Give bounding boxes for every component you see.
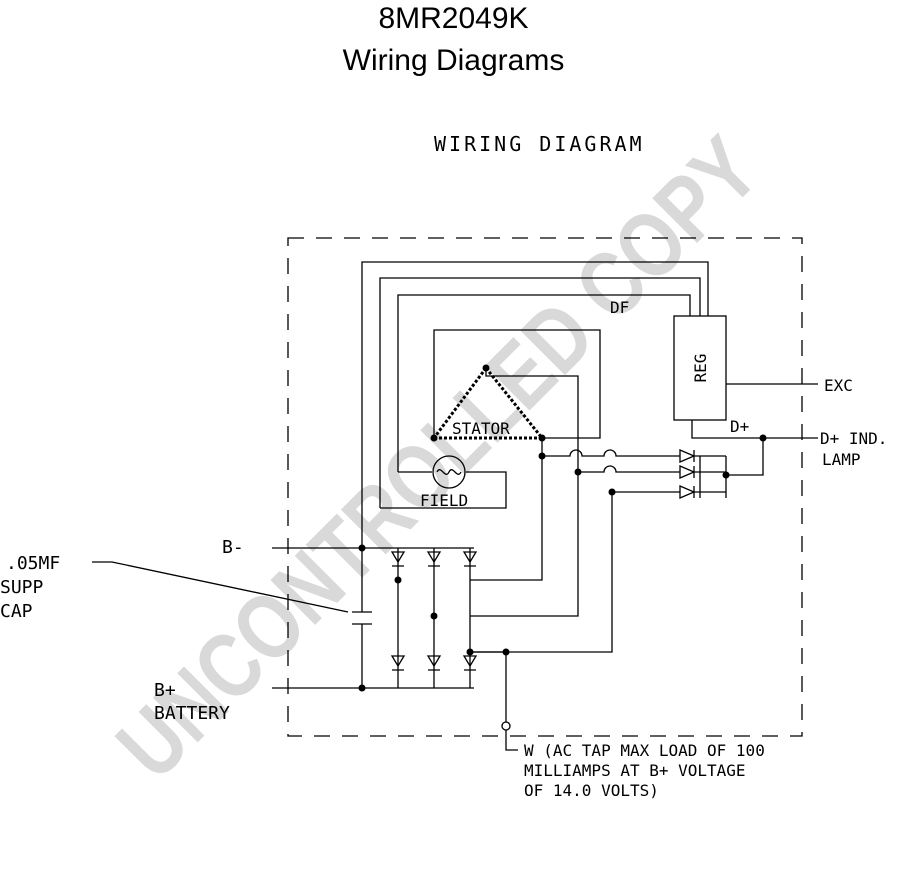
label-w-line2: MILLIAMPS AT B+ VOLTAGE xyxy=(524,761,746,780)
diode-pos-1 xyxy=(390,655,406,671)
diode-trio-3 xyxy=(679,485,726,499)
label-w-line1: W (AC TAP MAX LOAD OF 100 xyxy=(524,741,765,760)
label-reg: REG xyxy=(691,354,710,383)
diode-neg-2 xyxy=(426,551,442,567)
label-d-plus-ind: D+ IND. xyxy=(820,429,887,448)
diode-pos-3 xyxy=(462,655,478,671)
label-battery: BATTERY xyxy=(154,703,230,724)
label-exc: EXC xyxy=(824,376,853,395)
diagram-title: WIRING DIAGRAM xyxy=(434,132,645,156)
field-coil xyxy=(432,455,466,489)
phase-wire-2 xyxy=(578,465,680,473)
watermark: UNCONTROLLED COPY xyxy=(98,118,778,798)
wire-field xyxy=(380,471,507,509)
wire-d-plus xyxy=(691,420,818,439)
page-title: Wiring Diagrams xyxy=(342,44,565,77)
stator-coil-left xyxy=(432,367,488,439)
phase-wire-3-down xyxy=(470,492,613,653)
supp-cap xyxy=(352,611,372,625)
wire-stator-return xyxy=(433,329,601,439)
regulator-box xyxy=(673,315,727,421)
label-cap-supp: SUPP xyxy=(0,577,44,598)
label-cap-cap: CAP xyxy=(0,601,33,622)
wire-loop-2 xyxy=(379,277,701,508)
label-w-line3: OF 14.0 VOLTS) xyxy=(524,781,659,800)
wire-loop-1 xyxy=(361,261,709,548)
label-lamp: LAMP xyxy=(822,450,861,469)
diode-trio-1 xyxy=(679,449,726,463)
label-stator: STATOR xyxy=(452,419,510,438)
diode-neg-1 xyxy=(390,551,406,567)
label-b-minus: B- xyxy=(222,537,244,558)
label-b-plus: B+ xyxy=(154,680,176,701)
wire-df xyxy=(397,294,691,472)
label-field: FIELD xyxy=(420,491,468,510)
part-number: 8MR2049K xyxy=(378,2,529,35)
cap-pointer xyxy=(92,561,349,613)
phase-wire-1-down xyxy=(470,456,543,581)
diode-trio-2 xyxy=(679,465,726,479)
diode-neg-3 xyxy=(462,551,478,567)
w-tap-wire xyxy=(470,651,507,722)
wire-d-plus-drop xyxy=(726,438,764,476)
phase-wire-1 xyxy=(541,438,680,457)
w-terminal xyxy=(501,721,511,731)
alternator-enclosure xyxy=(287,237,803,737)
label-df: DF xyxy=(610,298,629,317)
label-d-plus: D+ xyxy=(730,417,749,436)
diode-pos-2 xyxy=(426,655,442,671)
label-cap-value: .05MF xyxy=(6,553,60,574)
